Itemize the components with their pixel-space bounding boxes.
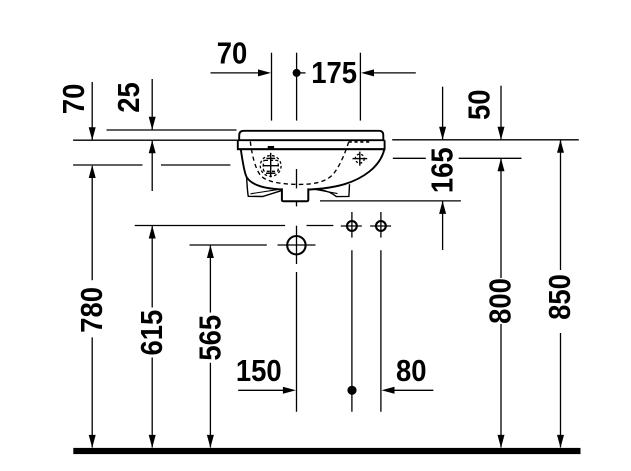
svg-text:780: 780: [76, 287, 110, 333]
svg-text:165: 165: [426, 147, 460, 193]
svg-text:850: 850: [544, 274, 578, 320]
svg-text:175: 175: [311, 57, 357, 91]
svg-text:150: 150: [236, 355, 282, 389]
svg-text:70: 70: [58, 84, 92, 115]
svg-text:800: 800: [484, 278, 518, 324]
svg-text:80: 80: [396, 355, 427, 389]
svg-text:25: 25: [113, 82, 147, 113]
svg-text:70: 70: [217, 37, 248, 71]
svg-text:615: 615: [136, 310, 170, 356]
svg-text:565: 565: [194, 315, 228, 361]
svg-text:50: 50: [463, 90, 497, 121]
